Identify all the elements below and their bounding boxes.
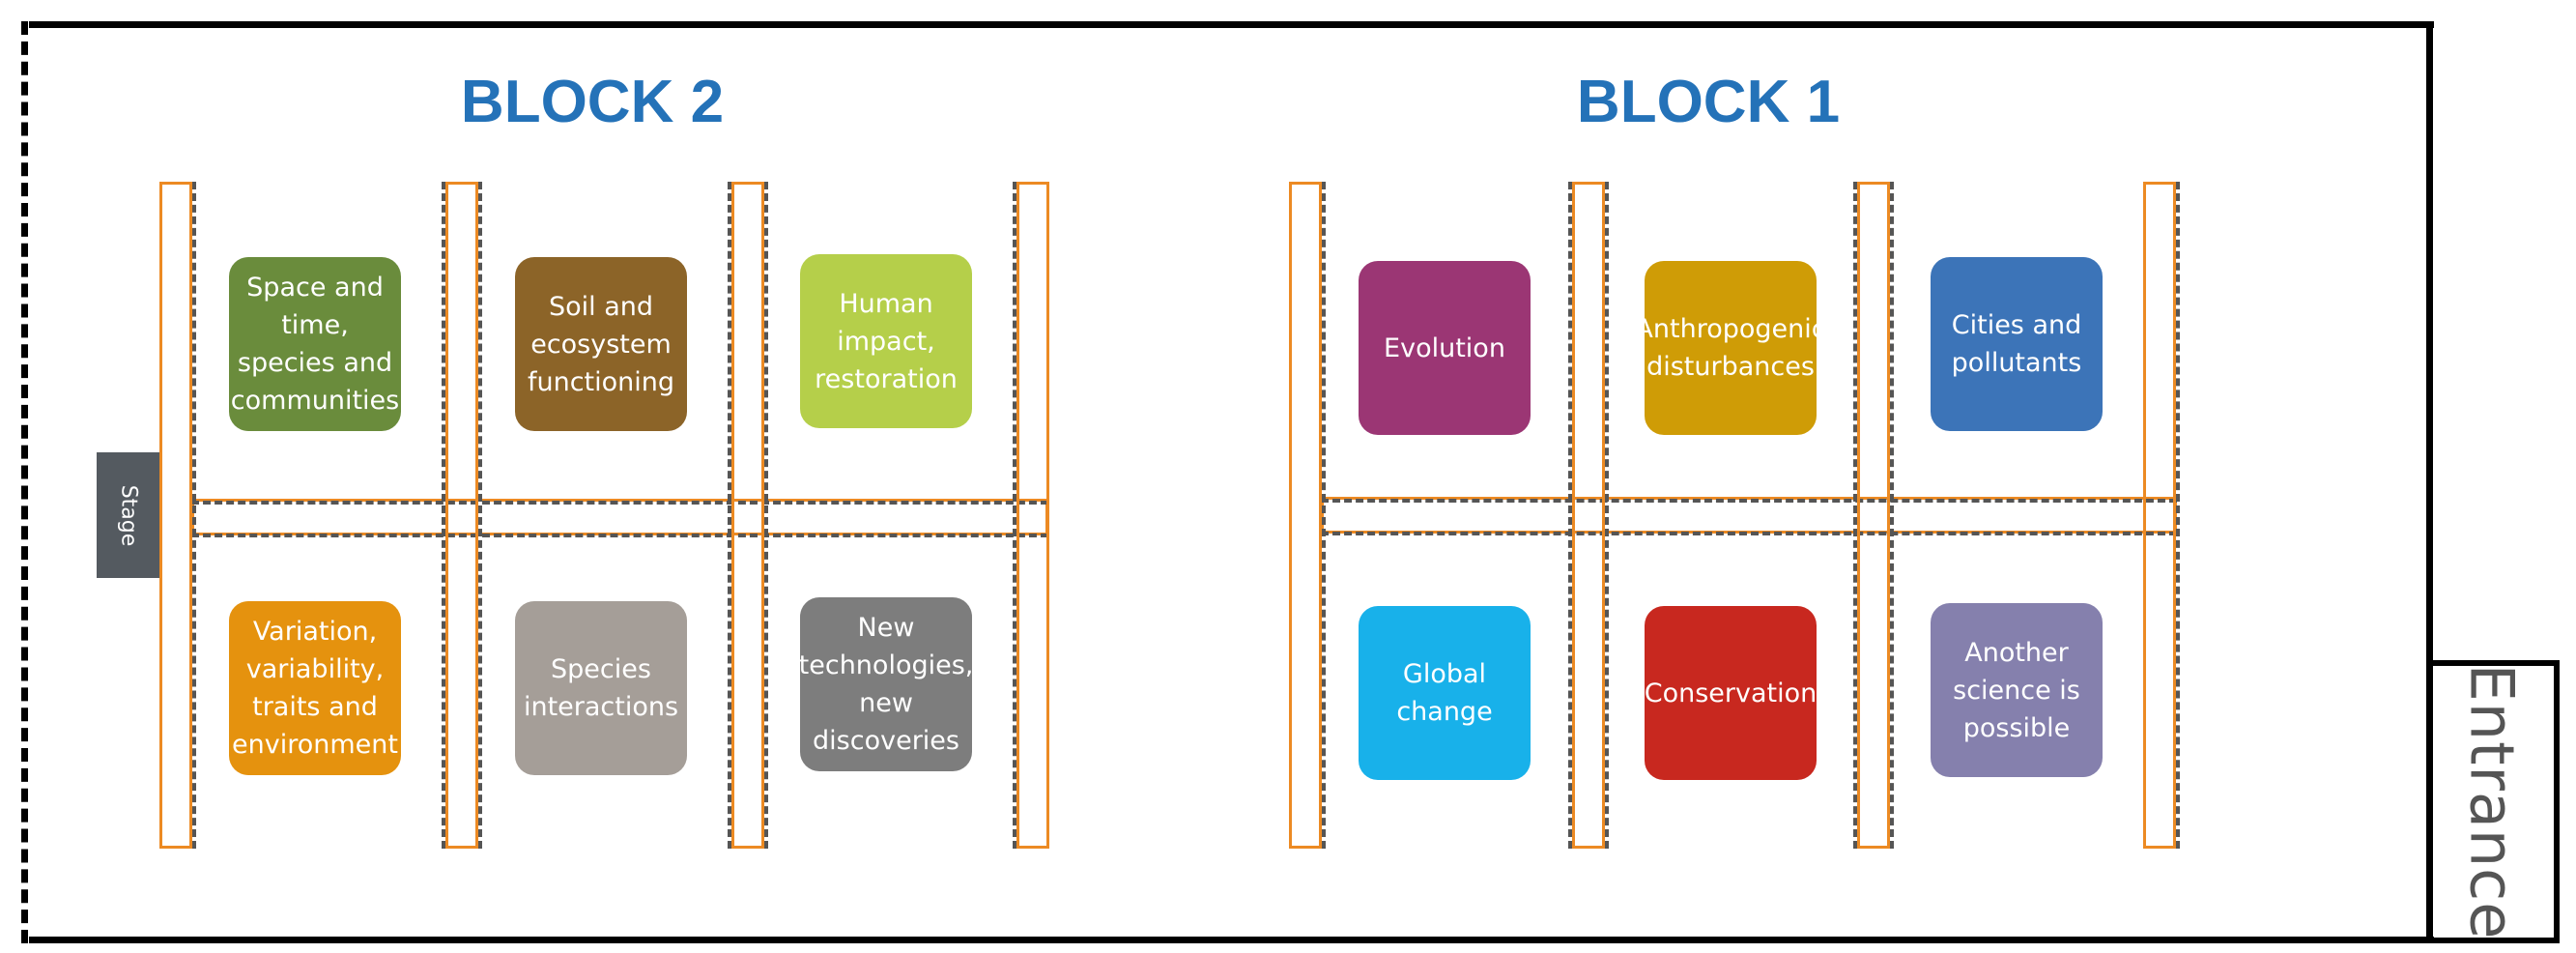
topic-label: Space and time, species and communities [230, 273, 400, 416]
block-1-post-3-dash-right [1890, 182, 1894, 849]
entrance: Entrance [2430, 660, 2560, 943]
entrance-label: Entrance [2456, 663, 2528, 940]
block-1-post-1 [1289, 182, 1322, 849]
topic-label: New technologies, new discoveries [798, 613, 974, 756]
block-2-post-2-dash-right [478, 182, 482, 849]
block-1-post-3-dash-left [1853, 182, 1857, 849]
block-1-title: BLOCK 1 [1576, 69, 1841, 135]
block-1-post-3 [1857, 182, 1890, 849]
topic-label: Cities and pollutants [1951, 310, 2082, 378]
block-2-beam-dash-bottom [191, 534, 1048, 537]
block-2-post-3 [731, 182, 764, 849]
topic-label: Conservation [1644, 678, 1818, 708]
topic-tile: Space and time, species and communities [229, 257, 401, 431]
block-1-post-2 [1572, 182, 1605, 849]
topic-label: Another science is possible [1953, 637, 2080, 743]
block-2-post-4 [1016, 182, 1049, 849]
block-2-beam-dash-top [191, 501, 1048, 505]
topic-tile: Soil and ecosystem functioning [515, 257, 687, 431]
topic-label: Species interactions [523, 654, 679, 722]
block-1-post-4 [2143, 182, 2176, 849]
block-2-post-1-dash [192, 182, 196, 849]
topic-label: Variation, variability, traits and envir… [232, 617, 398, 760]
topic-tile: Another science is possible [1931, 603, 2103, 777]
block-1-post-1-dash [1322, 182, 1326, 849]
hall-wall-top [29, 21, 2434, 28]
stage-label: Stage [116, 484, 141, 546]
block-2-post-1 [159, 182, 192, 849]
block-2-post-2 [445, 182, 478, 849]
block-1-beam-dash-top [1321, 499, 2177, 503]
topic-label: Evolution [1384, 332, 1505, 363]
topic-tile: Human impact, restoration [800, 254, 972, 428]
block-2-post-4-dash [1013, 182, 1016, 849]
topic-tile: Evolution [1359, 261, 1531, 435]
topic-tile: Global change [1359, 606, 1531, 780]
topic-tile: Anthropogenic disturbances [1635, 261, 1826, 435]
topic-label: Anthropogenic disturbances [1635, 314, 1826, 382]
topic-label: Human impact, restoration [815, 288, 958, 394]
hall-wall-bottom [29, 937, 2434, 943]
stage: Stage [97, 452, 160, 578]
block-1-post-2-dash-left [1568, 182, 1572, 849]
topic-tile: Cities and pollutants [1931, 257, 2103, 431]
hall-wall-left-open [21, 21, 28, 943]
block-1-beam-dash-bottom [1321, 532, 2177, 535]
topic-tile: New technologies, new discoveries [798, 597, 974, 771]
topic-label: Global change [1396, 659, 1493, 727]
hall-wall-right [2426, 21, 2433, 943]
block-2-post-3-dash-left [728, 182, 731, 849]
block-1-post-4-dash [2176, 182, 2180, 849]
topic-tile: Variation, variability, traits and envir… [229, 601, 401, 775]
topic-tile: Species interactions [515, 601, 687, 775]
block-2-title: BLOCK 2 [460, 69, 725, 135]
topic-tile: Conservation [1645, 606, 1817, 780]
topic-label: Soil and ecosystem functioning [527, 291, 675, 397]
block-1-post-2-dash-right [1605, 182, 1609, 849]
block-2-post-3-dash-right [764, 182, 768, 849]
block-2-post-2-dash-left [442, 182, 445, 849]
